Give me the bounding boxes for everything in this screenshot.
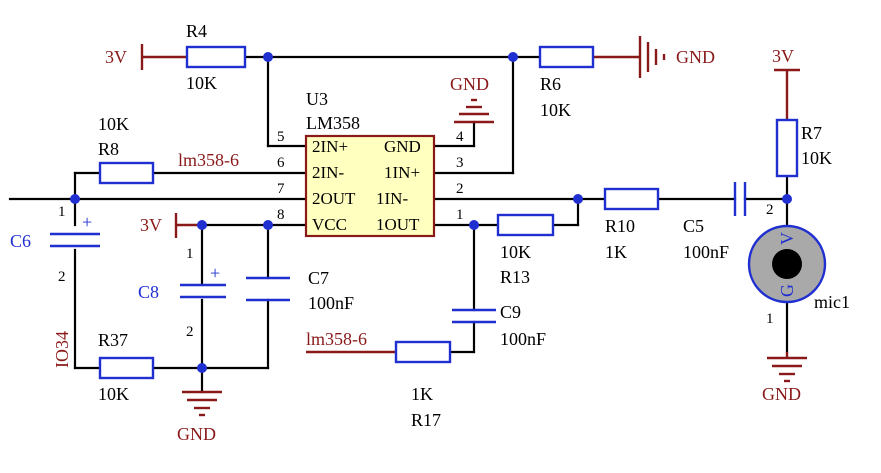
gnd-label: GND xyxy=(676,47,715,67)
ref-label: mic1 xyxy=(814,292,850,312)
ref-label: C7 xyxy=(308,268,329,288)
ref-label: R17 xyxy=(411,410,441,430)
polarity-plus: + xyxy=(210,263,220,283)
junction-dot xyxy=(573,194,583,204)
ic-pin-name: 1IN- xyxy=(376,189,408,208)
value-label: 10K xyxy=(500,242,531,262)
ref-label: R37 xyxy=(98,330,128,350)
value-label: 10K xyxy=(98,384,129,404)
value-label: 10K xyxy=(540,100,571,120)
vcc-symbol-pin8: 3V xyxy=(140,213,178,238)
ref-label: R10 xyxy=(605,216,635,236)
pin-number: 1 xyxy=(186,246,194,262)
junction-dot xyxy=(263,52,273,62)
wires xyxy=(8,55,789,394)
vcc-label: 3V xyxy=(772,46,794,66)
ic-pin-number: 1 xyxy=(456,207,464,223)
net-label-lm358-6: lm358-6 xyxy=(306,329,367,349)
junctions xyxy=(70,52,792,373)
ref-label: R4 xyxy=(186,21,207,41)
ref-label: C9 xyxy=(500,302,521,322)
value-label: 100nF xyxy=(500,329,546,349)
ic-pin-number: 2 xyxy=(456,181,464,197)
junction-dot xyxy=(263,220,273,230)
junction-dot xyxy=(70,194,80,204)
vcc-label: 3V xyxy=(140,215,162,235)
value-label: 1K xyxy=(605,242,627,262)
resistor-r4: R4 10K xyxy=(185,21,247,93)
ref-label: R6 xyxy=(540,74,561,94)
ref-label: C8 xyxy=(138,282,159,302)
gnd-symbol-r6: GND xyxy=(638,36,715,78)
ic-pin-number: 7 xyxy=(277,181,285,197)
vcc-label: 3V xyxy=(105,47,127,67)
value-label: 10K xyxy=(801,148,832,168)
junction-dot xyxy=(197,220,207,230)
pin-number: 1 xyxy=(766,311,774,327)
junction-dot xyxy=(508,52,518,62)
gnd-label: GND xyxy=(450,74,489,94)
ref-label: C5 xyxy=(683,216,704,236)
ic-pin-number: 8 xyxy=(277,207,285,223)
resistor-r10: R10 1K xyxy=(603,187,660,262)
vcc-symbol-right: 3V xyxy=(772,46,800,72)
value-label: 100nF xyxy=(308,293,354,313)
ref-label: R7 xyxy=(801,123,822,143)
resistor-r17: 1K R17 xyxy=(394,340,452,430)
ic-pin-number: 5 xyxy=(277,129,285,145)
ic-pin-number: 6 xyxy=(277,155,285,171)
ic-pin-name: 2OUT xyxy=(312,189,356,208)
ic-pin-name: 1OUT xyxy=(376,215,420,234)
ic-u3-lm358: U3 LM358 2IN+ 2IN- 2OUT VCC GND 1IN+ 1IN… xyxy=(277,89,464,238)
pin-number: 2 xyxy=(186,324,194,340)
capacitor-c6: + C6 1 2 xyxy=(10,204,100,285)
gnd-label: GND xyxy=(762,384,801,404)
gnd-symbol-pin4: GND xyxy=(450,74,494,124)
ic-pin-name: 2IN- xyxy=(312,163,344,182)
value-label: 10K xyxy=(98,114,129,134)
capacitor-c8: + C8 1 2 xyxy=(138,246,226,340)
capacitor-c9: C9 100nF xyxy=(452,302,546,349)
polarity-plus: + xyxy=(82,212,92,232)
ic-pin-name: VCC xyxy=(312,215,347,234)
microphone-mic1: V G 2 1 mic1 xyxy=(747,202,850,327)
resistor-r7: R7 10K xyxy=(775,118,832,178)
net-label-io34: IO34 xyxy=(52,331,72,368)
ic-pin-number: 4 xyxy=(456,129,464,145)
value-label: 100nF xyxy=(683,242,729,262)
ic-ref: U3 xyxy=(306,89,328,109)
ic-part: LM358 xyxy=(306,113,360,133)
junction-dot xyxy=(197,363,207,373)
net-label-lm358-6: lm358-6 xyxy=(178,150,239,170)
value-label: 1K xyxy=(411,384,433,404)
ic-pin-name: 2IN+ xyxy=(312,137,348,156)
ref-label: R8 xyxy=(98,139,119,159)
mic-pin-g: G xyxy=(777,284,797,297)
pin-number: 2 xyxy=(58,269,66,285)
vcc-symbol-top-left: 3V xyxy=(105,44,144,70)
resistor-r8: 10K R8 xyxy=(98,114,155,185)
gnd-label: GND xyxy=(177,424,216,444)
mic-pin-v: V xyxy=(777,232,797,245)
ref-label: R13 xyxy=(500,267,530,287)
junction-dot xyxy=(469,220,479,230)
capacitor-c7: C7 100nF xyxy=(246,268,354,313)
pin-number: 1 xyxy=(58,204,66,220)
resistor-r13: 10K R13 xyxy=(496,213,555,287)
ref-label: C6 xyxy=(10,231,31,251)
capacitor-c5: C5 100nF xyxy=(683,182,747,262)
gnd-symbol-mic: GND xyxy=(762,352,807,404)
gnd-symbol-bottom-left: GND xyxy=(177,390,222,444)
pin-number: 2 xyxy=(766,202,774,218)
value-label: 10K xyxy=(186,73,217,93)
ic-pin-name: GND xyxy=(384,137,421,156)
ic-pin-name: 1IN+ xyxy=(384,163,420,182)
ic-pin-number: 3 xyxy=(456,155,464,171)
resistor-r37: R37 10K xyxy=(98,330,155,404)
resistor-r6: R6 10K xyxy=(538,45,595,120)
junction-dot xyxy=(782,194,792,204)
